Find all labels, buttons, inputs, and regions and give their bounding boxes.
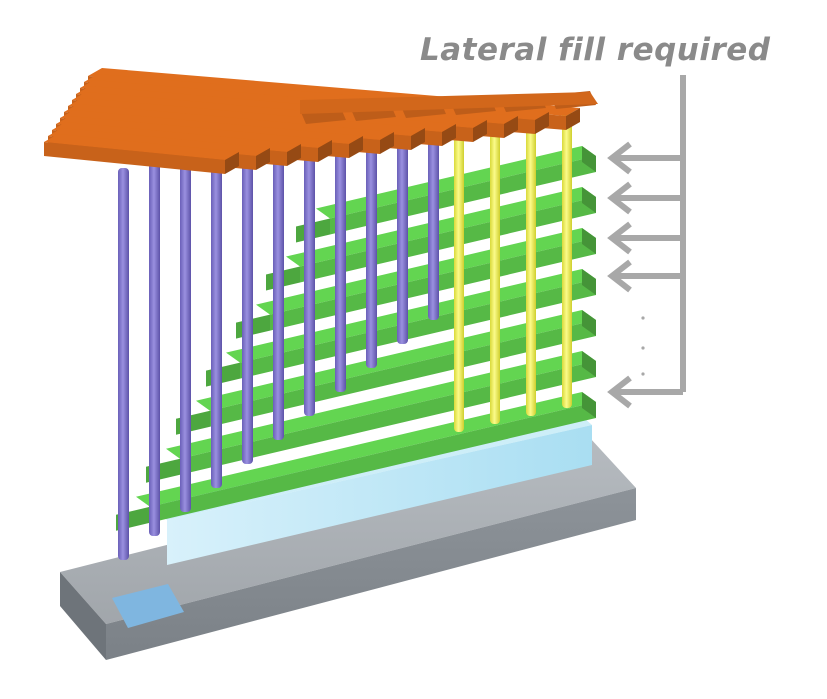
word-line-top [286, 187, 596, 267]
pillars [118, 110, 572, 560]
top-line-end [442, 124, 456, 146]
substrate-side [60, 572, 106, 660]
top-line-end [411, 128, 425, 150]
top-line-top [48, 128, 270, 156]
annotation-label: Lateral fill required [420, 32, 771, 68]
contact-pillar [335, 133, 346, 392]
top-line-end [287, 144, 301, 166]
arrow-head [607, 375, 632, 409]
substrate-trench [112, 584, 184, 628]
channel-pillar [490, 122, 500, 424]
word-line-front [150, 402, 596, 523]
ellipsis-dot [641, 346, 645, 350]
arrow-head [607, 259, 632, 293]
top-line-front [44, 142, 225, 174]
top-line-top [72, 92, 456, 132]
word-line-end [582, 146, 596, 172]
word-line-end [582, 228, 596, 254]
top-line-back [300, 92, 598, 114]
contact-pillar [428, 118, 439, 320]
contact-pillar [180, 158, 191, 512]
top-line-end [318, 140, 332, 162]
word-line-end [582, 310, 596, 336]
arrow-head [607, 181, 632, 215]
contact-pillar [304, 138, 315, 416]
contact-pillar [397, 123, 408, 344]
top-line-top [60, 110, 363, 144]
contact-pillar [366, 128, 377, 368]
top-line-top [44, 134, 239, 160]
word-line-end [582, 269, 596, 295]
top-line-end [225, 152, 239, 174]
top-line-end [256, 148, 270, 170]
contact-pillar [211, 153, 222, 488]
arrow-head [607, 221, 632, 255]
contact-pillar [242, 148, 253, 464]
top-line-end [504, 116, 518, 138]
ellipsis-dot [641, 372, 645, 376]
word-line-end [582, 351, 596, 377]
substrate-front [106, 488, 636, 660]
channel-pillar [562, 110, 572, 408]
word-line-end [582, 392, 596, 418]
contact-pillar [149, 163, 160, 536]
top-line-end [380, 132, 394, 154]
word-line-top [226, 269, 596, 363]
top-line-end [473, 120, 487, 142]
top-lines [44, 68, 598, 174]
top-line-end [349, 136, 363, 158]
top-line-top [64, 104, 394, 140]
top-line-end [566, 108, 580, 130]
channel-pillar [454, 128, 464, 432]
word-line-front [240, 279, 596, 379]
top-line [44, 134, 239, 174]
arrow-head [607, 141, 632, 175]
top-line-top [56, 116, 332, 148]
word-line-top [136, 392, 596, 507]
channel-pillar [526, 116, 536, 416]
top-line-top [68, 98, 425, 136]
contact-pillar [118, 168, 129, 560]
liner-front [167, 425, 592, 565]
word-line-end [582, 187, 596, 213]
ellipsis-dot [641, 316, 645, 320]
top-line-end [535, 112, 549, 134]
contact-pillar [273, 143, 284, 440]
lateral-fill-arrows [607, 75, 686, 409]
top-line-top [52, 122, 301, 152]
